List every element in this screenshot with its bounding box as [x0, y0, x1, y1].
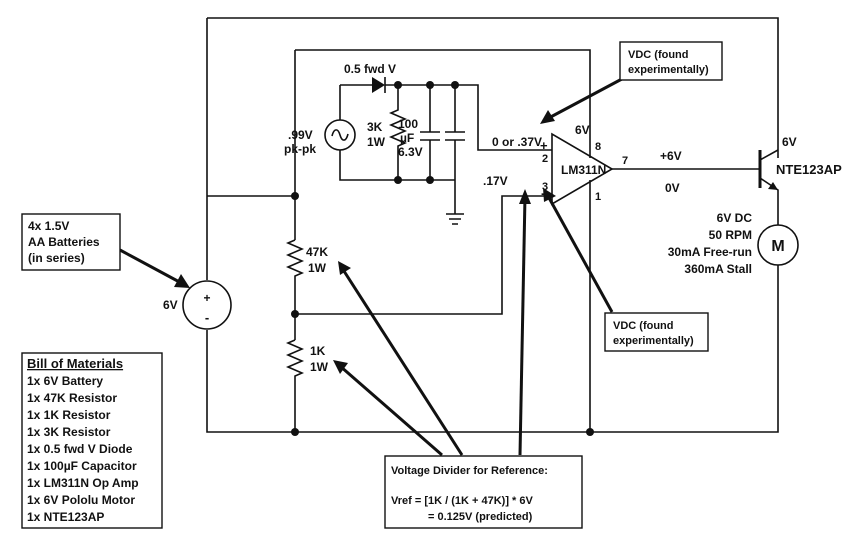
diode-label: 0.5 fwd V — [344, 62, 396, 76]
battery-callout-line-3: (in series) — [28, 251, 85, 265]
bom-item: 1x 100µF Capacitor — [27, 459, 137, 473]
cap-unit: µF — [400, 131, 414, 145]
battery-callout: 4x 1.5V AA Batteries (in series) — [21, 213, 121, 271]
bom-item: 1x 6V Battery — [27, 374, 103, 388]
vdc-bottom-line-1: VDC (found — [613, 320, 673, 332]
pin-7: 7 — [622, 155, 628, 167]
battery-voltage: 6V — [163, 298, 178, 312]
r3k-value: 3K — [367, 120, 383, 134]
r1k-value: 1K — [310, 344, 326, 358]
bom-item: 1x 3K Resistor — [27, 425, 111, 439]
cap-value: 100 — [398, 117, 418, 131]
motor-spec-1: 6V DC — [717, 211, 753, 225]
output-high: +6V — [660, 149, 682, 163]
cap-rating: 6.3V — [398, 145, 423, 159]
bom-title: Bill of Materials — [27, 356, 123, 371]
resistor-1k: 1K 1W — [310, 344, 329, 374]
supply-voltage: 6V — [575, 123, 590, 137]
callout-arrows — [119, 70, 636, 457]
transistor: 6V NTE123AP — [758, 135, 842, 225]
junction-dots — [291, 81, 594, 436]
opamp-label: LM311N — [561, 163, 606, 177]
ac-source: .99V pk-pk — [284, 119, 356, 156]
op-amp: LM311N + - 2 3 8 7 1 6V 0 or .37V .17V +… — [483, 123, 760, 432]
input-network — [339, 84, 530, 214]
pin8-wire — [295, 49, 591, 148]
vdc-top-line-2: experimentally) — [628, 64, 709, 76]
transistor-label: NTE123AP — [776, 162, 842, 177]
pin-3: 3 — [542, 181, 548, 193]
vdc-callout-bottom: VDC (found experimentally) — [604, 312, 709, 352]
r3k-watt: 1W — [367, 135, 386, 149]
bom-item: 1x 0.5 fwd V Diode — [27, 442, 133, 456]
pin-2: 2 — [542, 153, 548, 165]
motor-spec-2: 50 RPM — [709, 228, 752, 242]
bill-of-materials: Bill of Materials 1x 6V Battery 1x 47K R… — [21, 352, 163, 529]
ground-symbol — [446, 213, 464, 225]
bom-item: 1x 47K Resistor — [27, 391, 117, 405]
divider-chain — [207, 50, 530, 432]
pin-8: 8 — [595, 141, 601, 153]
plus-sign: + — [540, 138, 548, 153]
resistor-47k: 47K 1W — [306, 245, 328, 275]
r47k-value: 47K — [306, 245, 328, 259]
bom-item: 1x 6V Pololu Motor — [27, 493, 135, 507]
battery-plus: + — [203, 291, 210, 305]
vdc-top-line-1: VDC (found — [628, 49, 688, 61]
source-voltage: .99V — [288, 128, 313, 142]
battery-minus: - — [205, 310, 209, 325]
supply-rails — [206, 17, 779, 433]
pin-1: 1 — [595, 191, 601, 203]
divider-callout-formula: Vref = [1K / (1K + 47K)] * 6V — [391, 495, 533, 507]
battery-callout-line-2: AA Batteries — [28, 235, 100, 249]
divider-callout-title: Voltage Divider for Reference: — [391, 465, 548, 477]
battery-callout-line-1: 4x 1.5V — [28, 219, 69, 233]
minus-input-voltage: .17V — [483, 174, 508, 188]
source-pkpk: pk-pk — [284, 142, 316, 156]
motor-spec-4: 360mA Stall — [684, 262, 752, 276]
divider-callout: Voltage Divider for Reference: Vref = [1… — [384, 455, 583, 529]
bom-item: 1x 1K Resistor — [27, 408, 111, 422]
r47k-watt: 1W — [308, 261, 327, 275]
motor-symbol: M — [771, 238, 784, 255]
divider-callout-result: = 0.125V (predicted) — [428, 511, 533, 523]
motor: M 6V DC 50 RPM 30mA Free-run 360mA Stall — [668, 211, 799, 276]
capacitor: 100 µF 6.3V — [398, 117, 423, 159]
transistor-voltage: 6V — [782, 135, 797, 149]
r1k-watt: 1W — [310, 360, 329, 374]
vdc-bottom-line-2: experimentally) — [613, 335, 694, 347]
plus-input-voltage: 0 or .37V — [492, 135, 542, 149]
bom-item: 1x LM311N Op Amp — [27, 476, 139, 490]
bom-item: 1x NTE123AP — [27, 510, 104, 524]
motor-spec-3: 30mA Free-run — [668, 245, 752, 259]
vdc-callout-top: VDC (found experimentally) — [619, 41, 723, 81]
resistor-3k: 3K 1W — [367, 120, 386, 149]
battery-source: + - 6V — [163, 280, 232, 330]
diode: 0.5 fwd V — [344, 62, 396, 93]
output-low: 0V — [665, 181, 680, 195]
